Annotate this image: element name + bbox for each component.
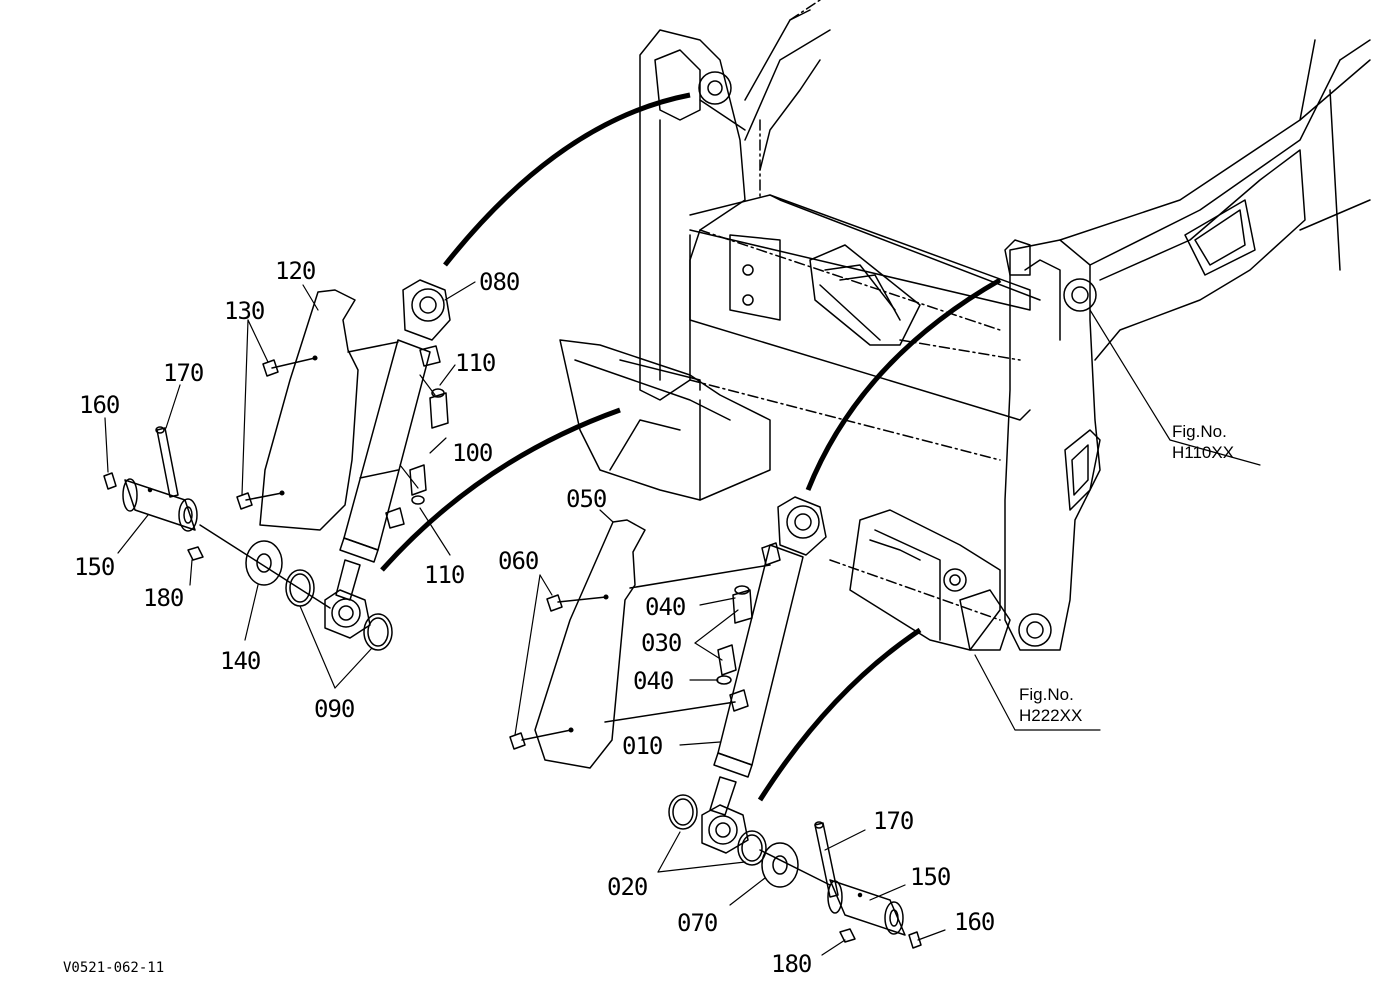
fig-reference-title: Fig.No. <box>1019 685 1074 704</box>
callout-110-top: 110 <box>455 349 496 377</box>
callout-150-left: 150 <box>74 553 115 581</box>
fig-reference-code: H110XX <box>1172 443 1235 462</box>
leader-lines <box>104 281 1261 956</box>
fig-reference-h222xx[interactable]: Fig.No. H222XX <box>1019 684 1082 726</box>
fig-reference-title: Fig.No. <box>1172 422 1227 441</box>
callout-180-right: 180 <box>771 950 812 978</box>
drawing-id: V0521-062-11 <box>63 960 165 976</box>
callout-180-left: 180 <box>143 584 184 612</box>
callout-040-top: 040 <box>645 593 686 621</box>
callout-150-right: 150 <box>910 863 951 891</box>
callout-160-left: 160 <box>79 391 120 419</box>
callout-090: 090 <box>314 695 355 723</box>
callout-080: 080 <box>479 268 520 296</box>
fig-reference-h110xx[interactable]: Fig.No. H110XX <box>1172 421 1234 463</box>
callout-100: 100 <box>452 439 493 467</box>
callout-170-left: 170 <box>163 359 204 387</box>
callout-110-bottom: 110 <box>424 561 465 589</box>
callout-170-right: 170 <box>873 807 914 835</box>
callout-020: 020 <box>607 873 648 901</box>
assembly-arrows <box>380 92 1002 802</box>
callout-050: 050 <box>566 485 607 513</box>
callout-040-bottom: 040 <box>633 667 674 695</box>
callout-010: 010 <box>622 732 663 760</box>
callout-130: 130 <box>224 297 265 325</box>
callout-120: 120 <box>275 257 316 285</box>
callout-030: 030 <box>641 629 682 657</box>
callout-140: 140 <box>220 647 261 675</box>
left-cylinder-assembly <box>103 279 451 651</box>
callout-160-right: 160 <box>954 908 995 936</box>
right-cylinder-assembly <box>509 496 922 949</box>
callout-060: 060 <box>498 547 539 575</box>
callout-070: 070 <box>677 909 718 937</box>
loader-frame <box>559 0 1371 651</box>
fig-reference-code: H222XX <box>1019 706 1083 725</box>
